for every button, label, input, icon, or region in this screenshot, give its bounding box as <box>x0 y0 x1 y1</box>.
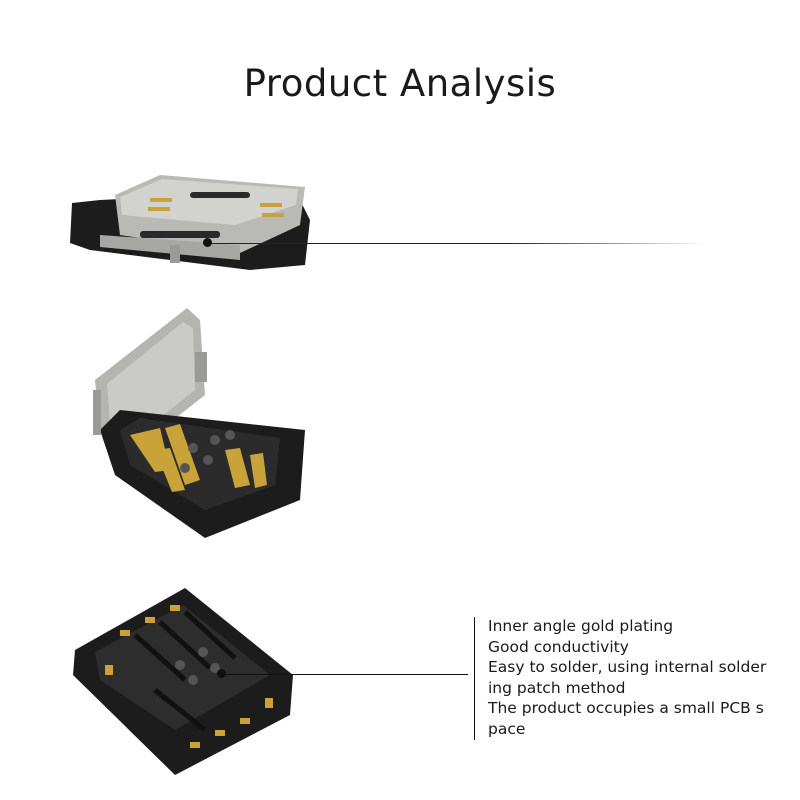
page-title: Product Analysis <box>243 62 557 105</box>
connector-side-view-image <box>70 175 310 270</box>
callout-dot-top <box>203 238 212 247</box>
connector-top-view-image <box>73 588 293 775</box>
callout-line-bottom <box>222 674 468 675</box>
features-divider <box>474 617 475 740</box>
feature-item: pace <box>488 719 526 738</box>
connector-open-lid-image <box>93 308 305 538</box>
feature-item: Good conductivity <box>488 637 629 656</box>
feature-item: ing patch method <box>488 678 626 697</box>
feature-item: Easy to solder, using internal solder <box>488 658 767 676</box>
feature-list: Inner angle gold plating Good conductivi… <box>488 616 788 739</box>
feature-item: Inner angle gold plating <box>488 617 674 635</box>
callout-dot-bottom <box>217 669 226 678</box>
callout-line-top <box>208 243 708 244</box>
feature-item: The product occupies a small PCB s <box>488 699 764 717</box>
